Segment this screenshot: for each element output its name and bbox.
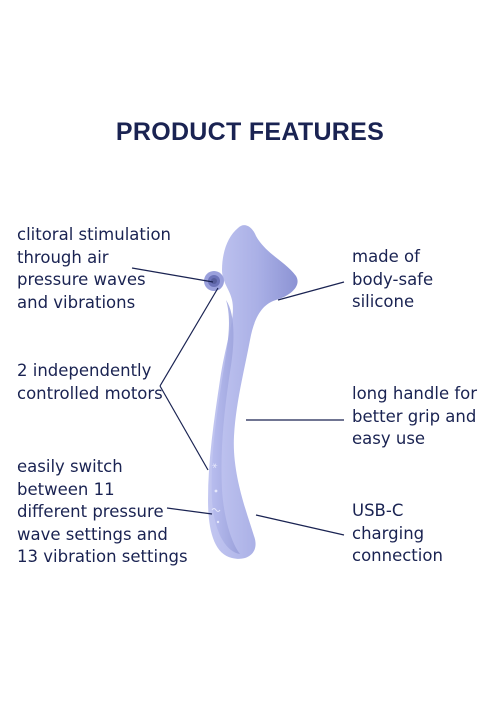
feature-handle: long handle for better grip and easy use	[352, 383, 477, 451]
feature-line: connection	[352, 546, 443, 566]
feature-line: better grip and	[352, 406, 477, 426]
leader-line-motors-bottom	[159, 385, 209, 471]
logo-icon: ⚹	[212, 461, 218, 471]
button-dot-icon	[216, 520, 220, 524]
handle-face	[211, 300, 240, 554]
feature-line: pressure waves	[17, 270, 146, 290]
feature-line: easy use	[352, 429, 426, 449]
wave-button-icon	[211, 508, 221, 512]
feature-air-pressure: clitoral stimulation through air pressur…	[17, 224, 171, 314]
feature-line: and vibrations	[17, 292, 136, 312]
feature-line: controlled motors	[17, 383, 163, 403]
feature-settings: easily switch between 11 different press…	[17, 456, 188, 569]
feature-line: different pressure	[17, 502, 164, 522]
button-dot-icon	[214, 489, 218, 493]
feature-line: clitoral stimulation	[17, 225, 172, 244]
page-title: PRODUCT FEATURES	[115, 118, 385, 146]
feature-line: silicone	[352, 292, 415, 312]
feature-usb-c: USB-C charging connection	[352, 500, 443, 568]
feature-line: between 11	[17, 479, 115, 499]
feature-line: body-safe	[352, 269, 434, 289]
feature-line: charging	[352, 523, 425, 543]
feature-line: long handle for	[352, 384, 478, 403]
leader-line-usb-c	[255, 514, 345, 536]
feature-line: 2 independently	[17, 361, 152, 380]
feature-line: easily switch	[17, 457, 123, 476]
feature-silicone: made of body-safe silicone	[352, 246, 433, 314]
feature-line: 13 vibration settings	[17, 547, 188, 567]
feature-line: wave settings and	[17, 524, 168, 544]
feature-line: USB-C	[352, 501, 404, 520]
leader-line-settings	[166, 507, 213, 515]
leader-line-silicone	[277, 281, 345, 301]
leader-lines	[131, 267, 345, 536]
feature-line: made of	[352, 247, 420, 266]
leader-line-motors-top	[159, 287, 219, 387]
feature-motors: 2 independently controlled motors	[17, 360, 163, 405]
leader-line-air-pressure	[131, 267, 214, 283]
product-body	[208, 225, 298, 559]
feature-line: through air	[17, 247, 109, 267]
